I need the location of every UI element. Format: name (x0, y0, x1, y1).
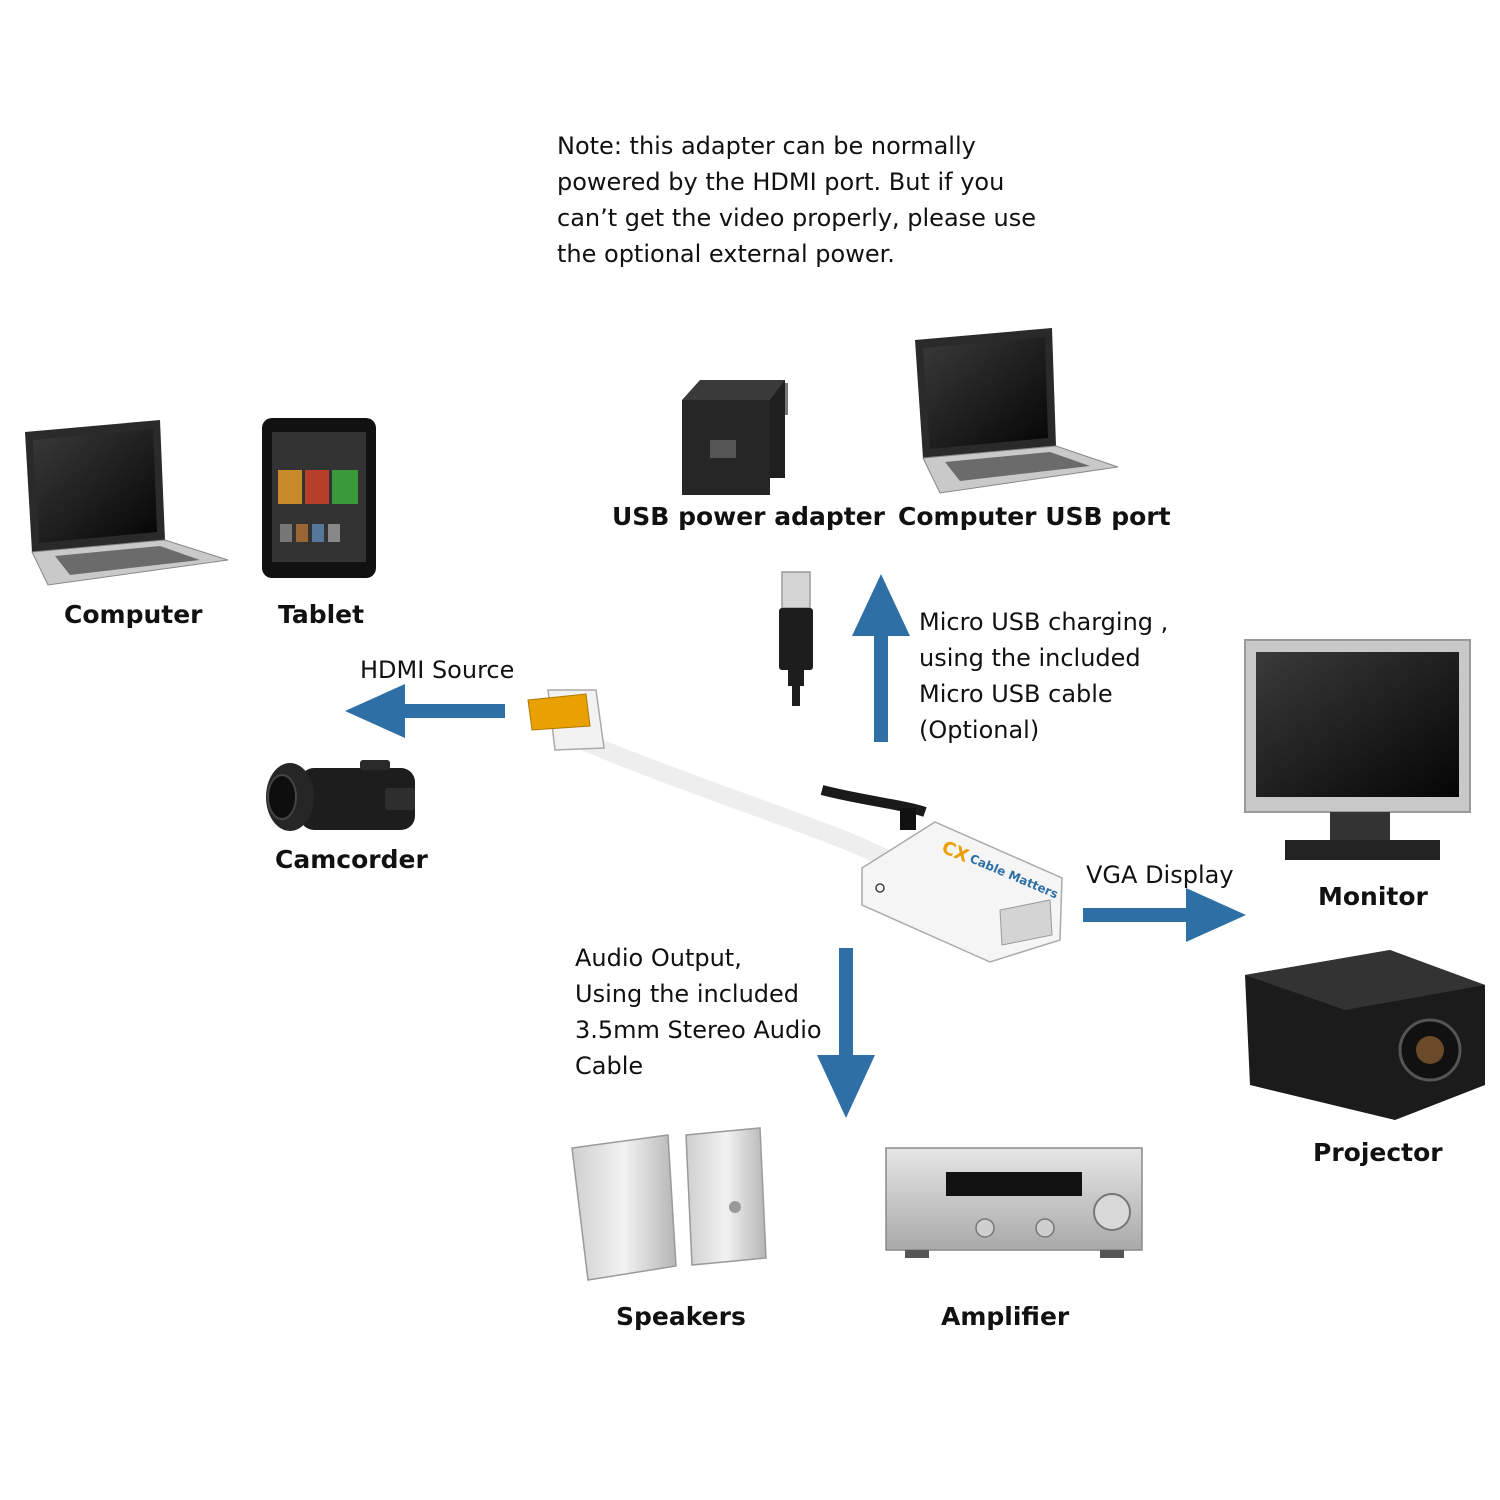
power-note: Note: this adapter can be normally power… (557, 128, 1077, 272)
label-tablet: Tablet (278, 600, 365, 629)
label-audio-output: Audio Output, Using the included 3.5mm S… (575, 940, 822, 1084)
audio-line-1: Audio Output, (575, 944, 742, 972)
arrow-icon (345, 574, 1246, 1118)
adapter-icon (527, 689, 1063, 963)
label-computer-usb-port: Computer USB port (898, 502, 1171, 531)
note-line-1: Note: this adapter can be normally (557, 132, 976, 160)
label-vga-display: VGA Display (1086, 861, 1234, 889)
label-speakers: Speakers (616, 1302, 746, 1331)
amplifier-icon (885, 1147, 1143, 1258)
label-monitor: Monitor (1318, 882, 1428, 911)
projector-icon (1245, 950, 1485, 1120)
label-micro-usb: Micro USB charging , using the included … (919, 604, 1168, 748)
tablet-icon (262, 418, 376, 578)
usb-plug-icon (779, 571, 813, 706)
laptop-icon (915, 328, 1119, 494)
note-line-4: the optional external power. (557, 240, 895, 268)
label-amplifier: Amplifier (941, 1302, 1070, 1331)
micro-usb-line-2: using the included (919, 644, 1141, 672)
monitor-icon (1244, 639, 1471, 860)
label-projector: Projector (1313, 1138, 1443, 1167)
label-camcorder: Camcorder (275, 845, 428, 874)
micro-usb-line-3: Micro USB cable (919, 680, 1113, 708)
micro-usb-line-1: Micro USB charging , (919, 608, 1169, 636)
audio-line-4: Cable (575, 1052, 644, 1080)
label-hdmi-source: HDMI Source (360, 656, 515, 684)
speakers-icon (571, 1127, 767, 1281)
note-line-3: can’t get the video properly, please use (557, 204, 1037, 232)
usb-power-adapter-icon (682, 380, 788, 495)
laptop-icon (25, 420, 229, 586)
audio-line-3: 3.5mm Stereo Audio (575, 1016, 822, 1044)
audio-line-2: Using the included (575, 980, 800, 1008)
note-line-2: powered by the HDMI port. But if you (557, 168, 1005, 196)
micro-usb-line-4: (Optional) (919, 716, 1040, 744)
camcorder-icon (266, 760, 415, 831)
label-usb-power-adapter: USB power adapter (612, 502, 885, 531)
label-computer: Computer (64, 600, 203, 629)
